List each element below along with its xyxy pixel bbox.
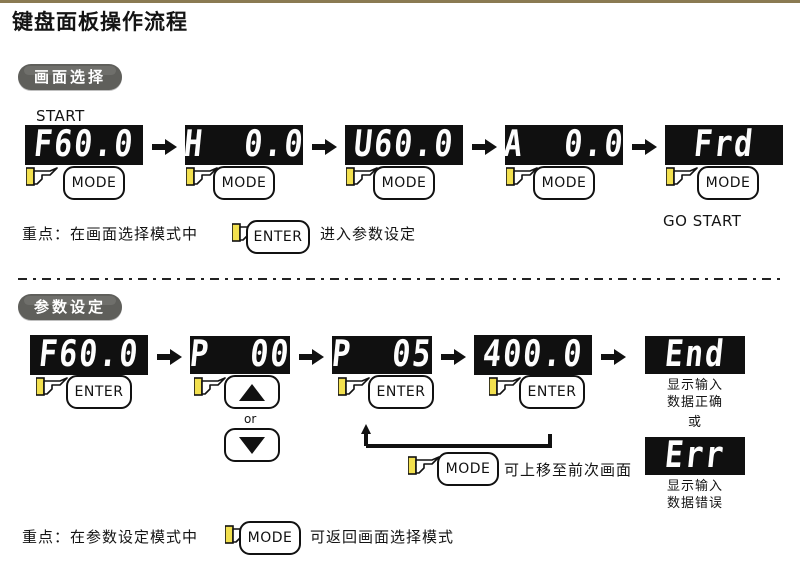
led-text: F60.0 [36,333,142,376]
led-display-p00: P 00 [187,333,293,376]
note-2-suffix: 可返回画面选择模式 [310,528,455,546]
led-display-h00: H 0.0 [181,123,307,166]
pointing-hand-icon [346,166,378,188]
flow-arrow-icon [157,346,183,368]
page-title: 键盘面板操作流程 [12,10,188,34]
flow-arrow-icon [472,136,498,158]
key-mode-1[interactable]: MODE [63,166,125,200]
pointing-hand-icon [489,376,521,398]
key-enter-2[interactable]: ENTER [368,375,434,409]
led-text: End [662,333,728,376]
key-enter-3[interactable]: ENTER [519,375,585,409]
top-accent-rule [0,0,800,3]
led-text: H 0.0 [181,123,307,166]
led-display-p05: P 05 [329,333,435,376]
led-display-u60: U60.0 [345,123,463,166]
section-badge-screen-select: 画面选择 [18,64,123,90]
pointing-hand-icon [338,376,370,398]
note-1-suffix: 进入参数设定 [320,225,417,243]
key-enter-1[interactable]: ENTER [66,375,132,409]
key-arrow-up[interactable] [224,375,280,409]
flow-arrow-icon [152,136,178,158]
loop-back-bracket-icon [358,424,558,448]
flow-arrow-icon [632,136,658,158]
pointing-hand-icon [506,166,538,188]
key-mode-loop[interactable]: MODE [437,452,499,486]
led-display-end: End [645,333,745,376]
caption-err-line2: 数据错误 [666,496,723,511]
go-start-label: GO START [663,212,742,230]
loop-caption: 可上移至前次画面 [504,461,633,479]
result-or-label: 或 [687,415,702,430]
flow-arrow-icon [441,346,467,368]
key-mode-5[interactable]: MODE [697,166,759,200]
led-display-a00: A 0.0 [501,123,627,166]
triangle-up-icon [239,383,265,401]
led-text: Frd [691,123,757,166]
start-label: START [36,107,85,125]
key-mode-note-2[interactable]: MODE [239,521,301,555]
pointing-hand-icon [408,455,440,477]
key-arrow-down[interactable] [224,428,280,462]
flow-arrow-icon [312,136,338,158]
key-mode-3[interactable]: MODE [373,166,435,200]
led-display-400: 400.0 [474,333,592,376]
section-divider [18,278,782,280]
flow-arrow-icon [299,346,325,368]
led-display-err: Err [645,434,745,477]
or-label: or [244,412,257,426]
pointing-hand-icon [194,376,226,398]
caption-end-line1: 显示输入 [666,378,723,393]
led-text: P 00 [187,333,293,376]
led-text: A 0.0 [501,123,627,166]
pointing-hand-icon [36,376,68,398]
led-text: 400.0 [480,333,586,376]
note-1-prefix: 重点：在画面选择模式中 [22,225,199,243]
triangle-down-icon [239,436,265,454]
led-text: F60.0 [31,123,137,166]
section-badge-param-setting: 参数设定 [18,294,123,320]
led-display-frd: Frd [665,123,783,166]
led-text: U60.0 [351,123,457,166]
key-enter-note-1[interactable]: ENTER [246,220,310,254]
caption-end-line2: 数据正确 [666,395,723,410]
note-2-prefix: 重点：在参数设定模式中 [22,528,199,546]
led-display-f60: F60.0 [25,123,143,166]
flow-arrow-icon [601,346,627,368]
key-mode-2[interactable]: MODE [213,166,275,200]
key-mode-4[interactable]: MODE [533,166,595,200]
pointing-hand-icon [186,166,218,188]
led-text: Err [662,434,728,477]
pointing-hand-icon [26,166,58,188]
led-text: P 05 [329,333,435,376]
led-display-f60-2: F60.0 [30,333,148,376]
pointing-hand-icon [666,166,698,188]
caption-err-line1: 显示输入 [666,479,723,494]
